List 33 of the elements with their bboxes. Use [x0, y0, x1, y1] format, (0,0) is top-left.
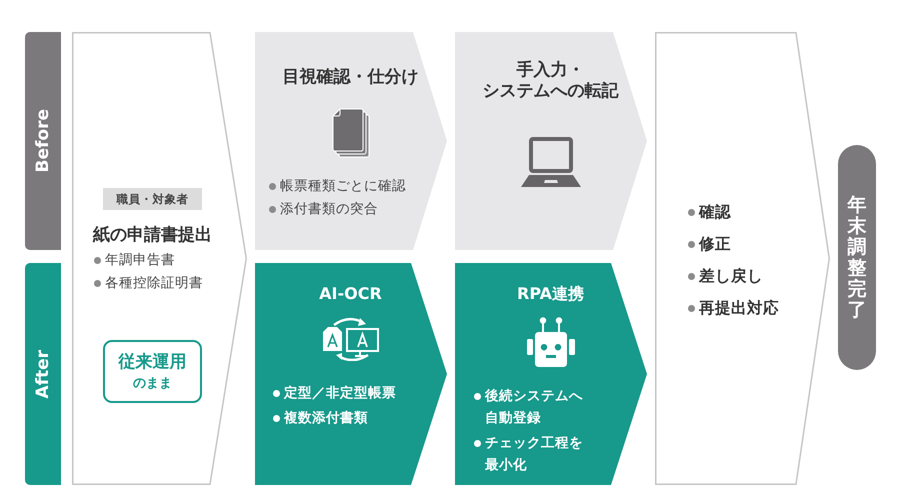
bullet-item: 後続システムへ自動登録	[473, 385, 585, 429]
row-band	[25, 263, 61, 485]
step-title: 手入力・システムへの転記	[482, 60, 620, 102]
bullet-item: チェック工程を最小化	[473, 432, 585, 476]
end-step-label: 年末調整完了	[848, 194, 866, 320]
bullet-item: 修正	[687, 228, 731, 260]
bullet-item: 複数添付書類	[272, 407, 368, 429]
step-title: RPA連携	[517, 283, 584, 305]
bullet-item: 各種控除証明書	[93, 272, 203, 295]
row-band	[25, 32, 61, 250]
bullet-item: 確認	[687, 196, 731, 228]
step-title: 紙の申請書提出	[93, 224, 212, 246]
note-box	[103, 340, 202, 403]
end-pill	[838, 145, 876, 370]
bullet-item: 差し戻し	[687, 260, 763, 292]
process-step	[655, 32, 830, 485]
process-step	[455, 32, 647, 250]
process-step	[255, 263, 447, 485]
row-label: After	[33, 350, 53, 398]
bullet-item: 帳票種類ごとに確認	[268, 175, 406, 198]
role-tag: 職員・対象者	[103, 188, 202, 210]
process-step	[72, 32, 247, 485]
step-title: AI-OCR	[319, 283, 382, 305]
step-title: 目視確認・仕分け	[282, 66, 418, 88]
process-step	[455, 263, 647, 485]
row-label: Before	[33, 109, 53, 173]
bullet-item: 再提出対応	[687, 292, 779, 324]
note-title: 従来運用	[118, 350, 186, 374]
process-step	[255, 32, 447, 250]
bullet-item: 添付書類の突合	[268, 198, 378, 221]
note-text: のまま	[133, 374, 172, 392]
bullet-item: 年調申告書	[93, 249, 175, 272]
bullet-item: 定型／非定型帳票	[272, 382, 396, 404]
